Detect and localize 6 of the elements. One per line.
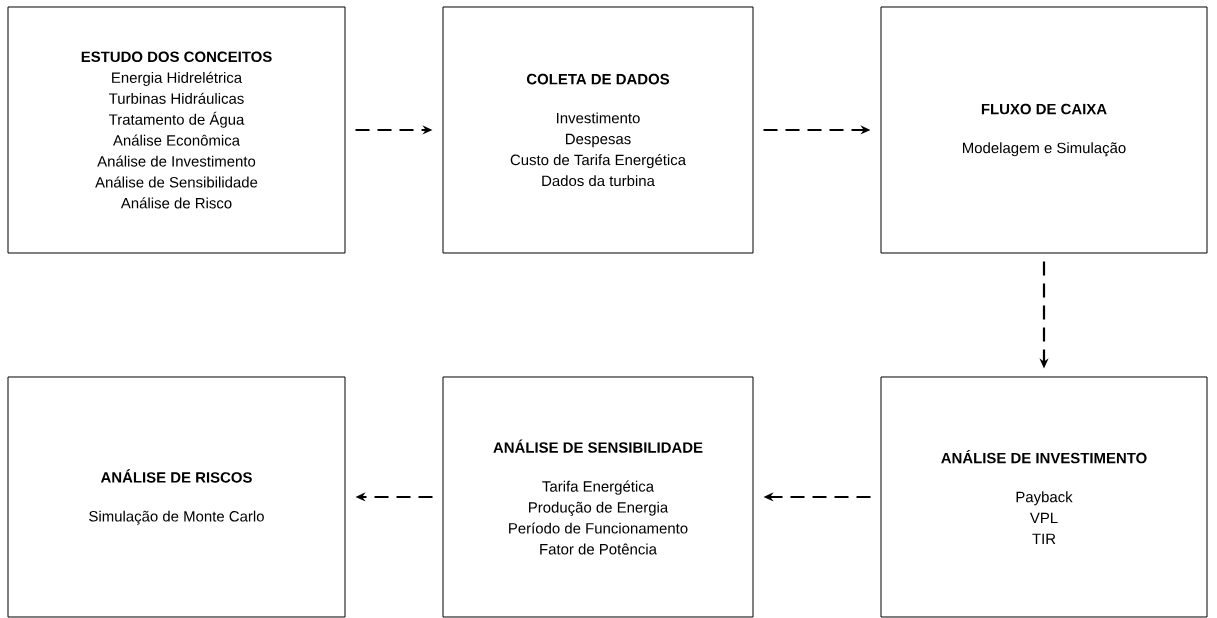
- process-box: ESTUDO DOS CONCEITOS Energia Hidrelétrica Turbinas Hidráulicas Tratamento de Água Análise Econômica Análise de Investimento Análise de Sensibilidade Análise de Risco: [7, 6, 346, 254]
- process-box: ANÁLISE DE RISCOS Simulação de Monte Carlo: [7, 376, 346, 618]
- process-box: ANÁLISE DE SENSIBILIDADE Tarifa Energética Produção de Energia Período de Funcionamento Fator de Potência: [442, 376, 754, 618]
- process-box: FLUXO DE CAIXA Modelagem e Simulação: [880, 6, 1208, 254]
- process-box: ANÁLISE DE INVESTIMENTO Payback VPL TIR: [880, 376, 1208, 618]
- process-box: COLETA DE DADOS Investimento Despesas Custo de Tarifa Energética Dados da turbina: [442, 6, 754, 254]
